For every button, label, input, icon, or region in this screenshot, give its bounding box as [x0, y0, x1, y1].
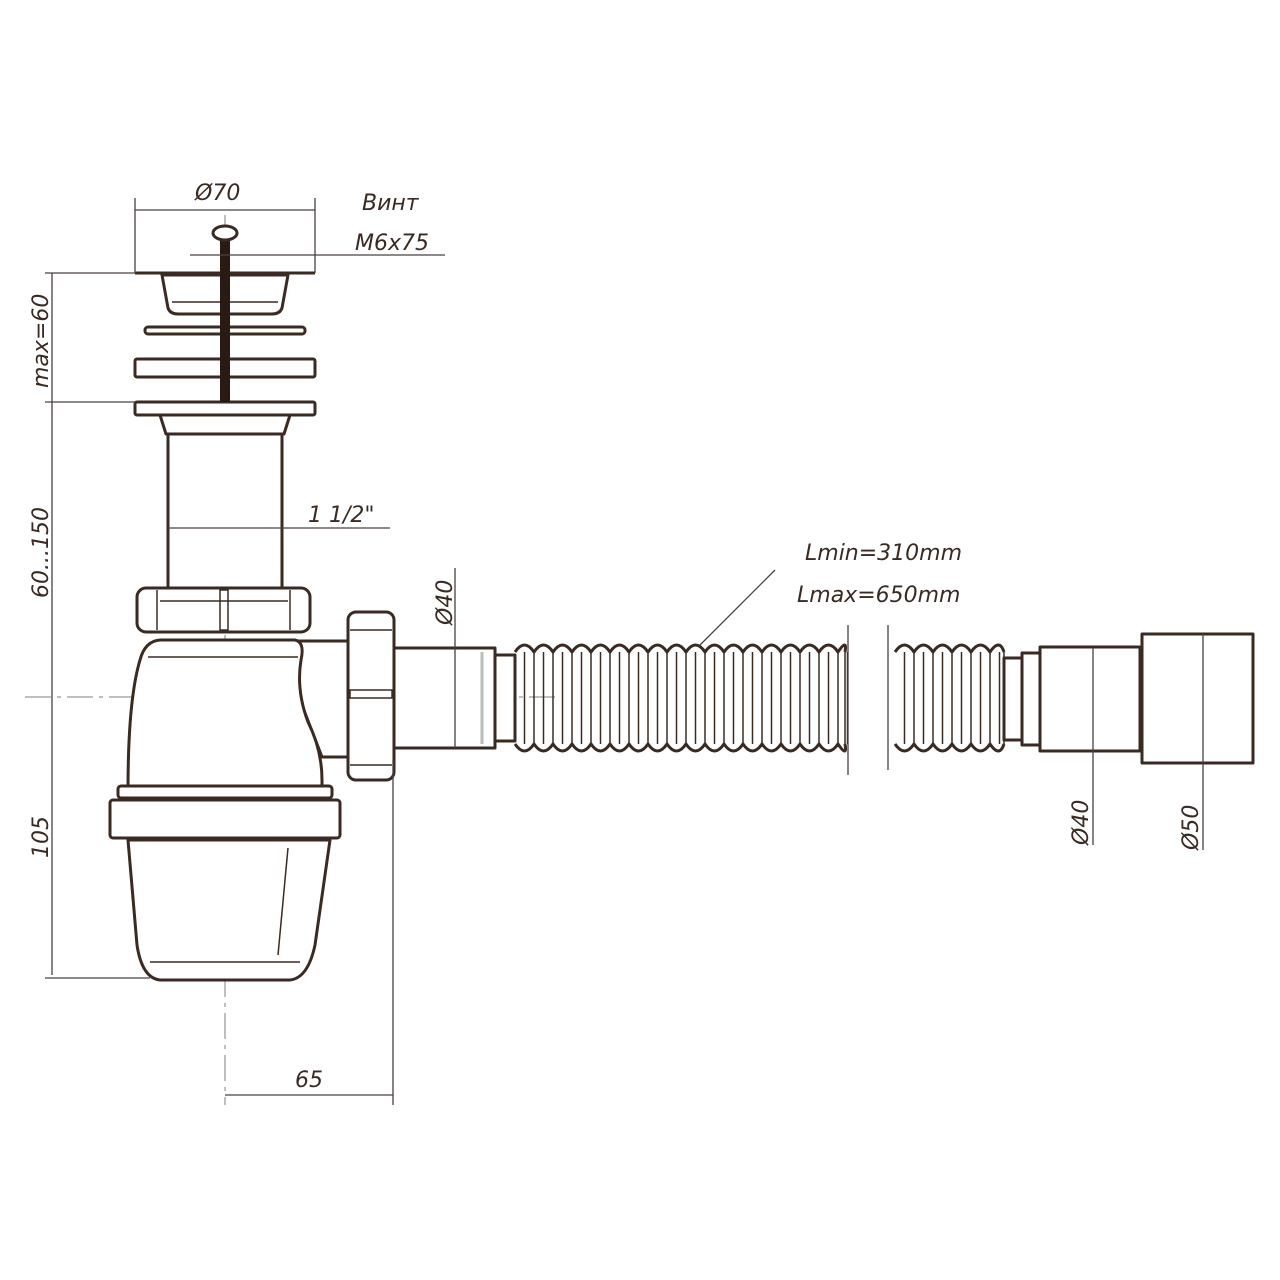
grate-diameter-label: Ø70	[194, 181, 240, 206]
outlet-pipe	[392, 646, 497, 750]
outlet-offset-label: 65	[295, 1068, 323, 1093]
trap-height-label: 105	[29, 816, 54, 858]
dimension-lines	[45, 198, 1204, 1105]
hose-lmin-label: Lmin=310mm	[805, 541, 962, 566]
screw-bolt	[211, 224, 239, 402]
hose-bottom-edge	[513, 742, 847, 753]
end-pipe	[1038, 645, 1142, 753]
corrugated-hose	[513, 643, 1006, 753]
screw-size-label: M6x75	[355, 231, 429, 256]
drain-grate	[133, 271, 317, 436]
hose-lmax-label: Lmax=650mm	[797, 583, 960, 608]
tube-height-label: 60...150	[29, 507, 54, 598]
screw-title-label: Винт	[362, 191, 420, 216]
hose-top-edge	[513, 643, 847, 654]
end-inner-diameter-label: Ø40	[1069, 800, 1094, 846]
end-outer-diameter-label: Ø50	[1179, 805, 1204, 851]
outlet-diameter-label: Ø40	[433, 580, 458, 626]
end-cap	[1140, 632, 1255, 765]
outlet-nut	[346, 610, 396, 782]
trap-body	[108, 638, 342, 982]
hose-top-edge	[893, 643, 1006, 654]
hose-collar-right	[1002, 656, 1024, 742]
thread-label: 1 1/2"	[308, 503, 375, 528]
tail-pipe	[166, 432, 284, 590]
tube-nut	[135, 586, 312, 634]
hose-collar-left	[493, 653, 517, 743]
hose-bottom-edge	[893, 742, 1006, 753]
sink-thickness-label: max=60	[29, 294, 54, 388]
